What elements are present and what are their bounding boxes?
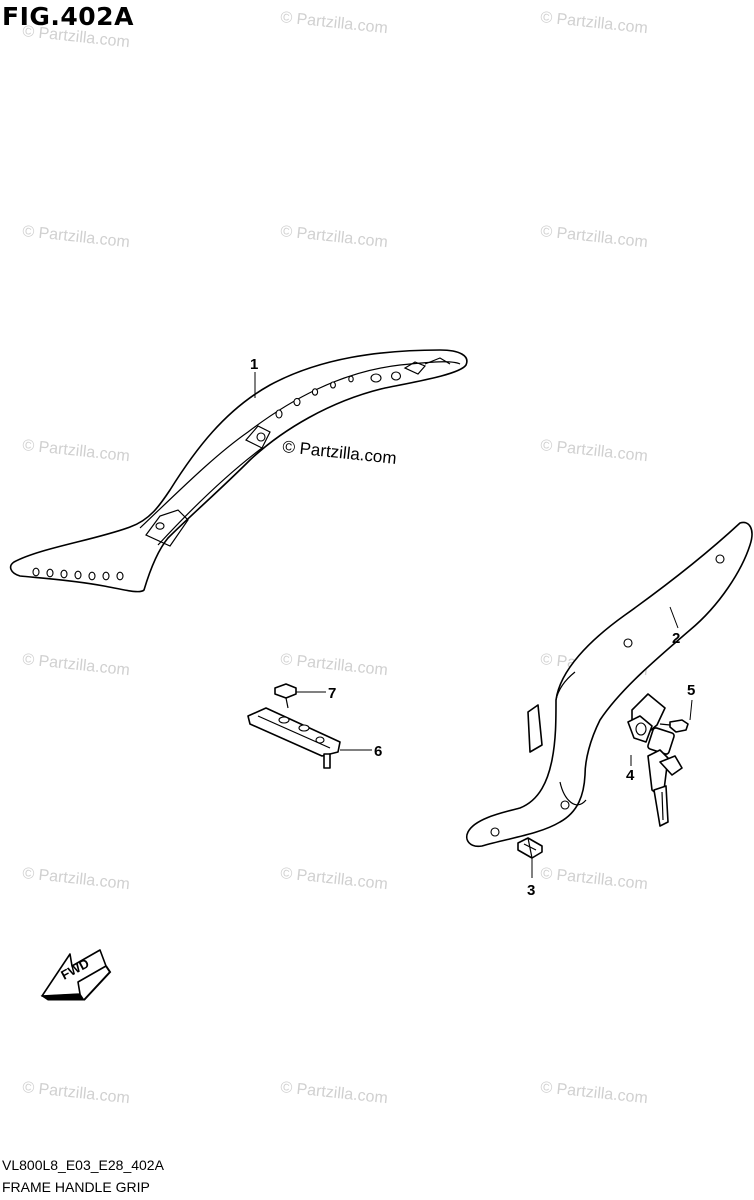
- watermark: © Partzilla.com: [22, 23, 131, 51]
- watermark: © Partzilla.com: [280, 865, 389, 893]
- watermark: © Partzilla.com: [22, 223, 131, 251]
- part-1-left-handle-grip[interactable]: [9, 349, 468, 593]
- watermark: © Partzilla.com: [280, 651, 389, 679]
- part-3-bolt[interactable]: [517, 837, 543, 859]
- part-5-screw[interactable]: [659, 719, 689, 733]
- callout-4[interactable]: 4: [626, 767, 635, 784]
- watermark: © Partzilla.com: [280, 223, 389, 251]
- watermark: © Partzilla.com: [22, 1079, 131, 1107]
- figure-code: VL800L8_E03_E28_402A: [2, 1157, 164, 1173]
- figure-name: FRAME HANDLE GRIP: [2, 1179, 150, 1195]
- watermark: © Partzilla.com: [22, 865, 131, 893]
- fwd-arrow-icon: FWD: [40, 949, 112, 1001]
- figure-title: FIG.402A: [2, 2, 134, 31]
- part-2-right-handle-grip[interactable]: [466, 521, 753, 848]
- watermark: © Partzilla.com: [22, 437, 131, 465]
- leader-2: [669, 606, 679, 629]
- part-7-screw[interactable]: [274, 683, 297, 709]
- part-6-mounting-plate[interactable]: [247, 707, 341, 769]
- watermark: © Partzilla.com: [540, 223, 649, 251]
- callout-3[interactable]: 3: [527, 882, 535, 899]
- callout-5[interactable]: 5: [687, 682, 695, 699]
- watermark-center: © Partzilla.com: [282, 437, 398, 468]
- part-4-helmet-lock[interactable]: [627, 693, 683, 827]
- watermark: © Partzilla.com: [22, 651, 131, 679]
- callout-2[interactable]: 2: [672, 630, 680, 647]
- watermark: © Partzilla.com: [280, 1079, 389, 1107]
- watermark: © Partzilla.com: [540, 437, 649, 465]
- watermark: © Partzilla.com: [540, 9, 649, 37]
- watermark: © Partzilla.com: [540, 865, 649, 893]
- callout-7[interactable]: 7: [328, 685, 336, 702]
- callout-6[interactable]: 6: [374, 743, 382, 760]
- watermark: © Partzilla.com: [540, 1079, 649, 1107]
- watermark: © Partzilla.com: [280, 9, 389, 37]
- leader-5: [689, 699, 693, 721]
- callout-1[interactable]: 1: [250, 356, 258, 373]
